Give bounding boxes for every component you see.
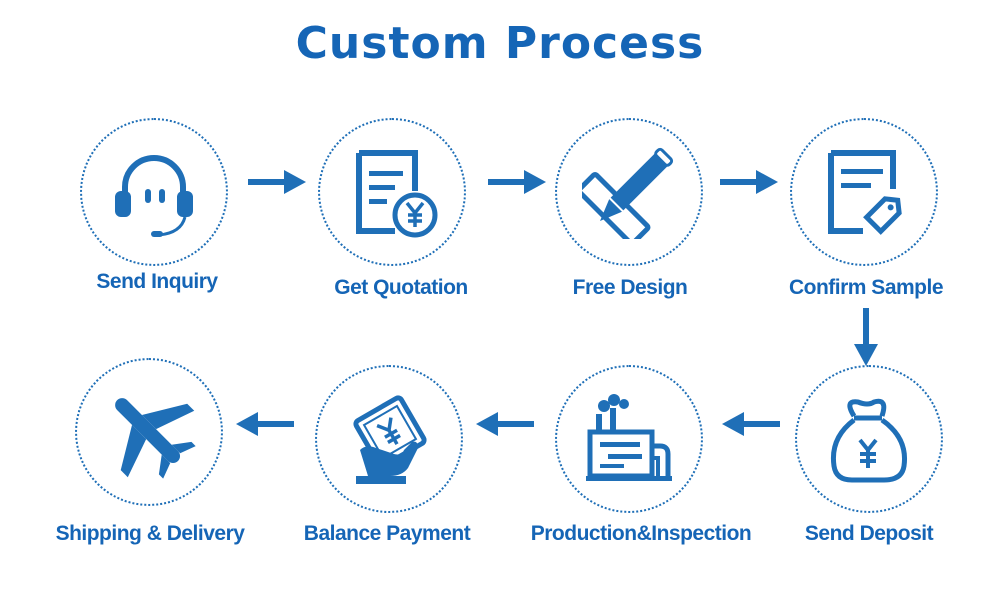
factory-icon bbox=[586, 394, 672, 481]
dotted-circle bbox=[795, 365, 943, 513]
dotted-circle bbox=[315, 365, 463, 513]
dotted-circle bbox=[75, 358, 223, 506]
dotted-circle bbox=[790, 118, 938, 266]
step-send-deposit bbox=[795, 365, 945, 515]
document-tag-icon bbox=[828, 150, 902, 235]
step-label-shipping-delivery: Shipping & Delivery bbox=[55, 522, 245, 545]
hand-card-icon bbox=[353, 395, 427, 484]
step-label-free-design: Free Design bbox=[572, 276, 688, 299]
pencil-ruler-icon bbox=[582, 147, 674, 239]
step-confirm-sample bbox=[790, 118, 940, 268]
arrow-down-icon bbox=[854, 308, 878, 366]
step-label-send-deposit: Send Deposit bbox=[804, 522, 934, 545]
step-label-production-inspection: Production&Inspection bbox=[530, 522, 752, 545]
dotted-circle bbox=[80, 118, 228, 266]
step-send-inquiry bbox=[80, 118, 230, 268]
money-bag-icon bbox=[830, 398, 908, 483]
step-shipping-delivery bbox=[75, 358, 225, 508]
arrow-right-icon bbox=[248, 170, 306, 194]
airplane-icon bbox=[115, 398, 196, 479]
dotted-circle bbox=[318, 118, 466, 266]
step-balance-payment bbox=[315, 365, 465, 515]
step-label-send-inquiry: Send Inquiry bbox=[96, 270, 218, 293]
dotted-circle bbox=[555, 365, 703, 513]
step-label-confirm-sample: Confirm Sample bbox=[788, 276, 944, 299]
arrow-left-icon bbox=[476, 412, 534, 436]
arrow-right-icon bbox=[488, 170, 546, 194]
headset-icon bbox=[115, 155, 193, 237]
dotted-circle bbox=[555, 118, 703, 266]
step-label-balance-payment: Balance Payment bbox=[303, 522, 471, 545]
page-title: Custom Process bbox=[295, 18, 705, 69]
arrow-right-icon bbox=[720, 170, 778, 194]
step-label-get-quotation: Get Quotation bbox=[334, 276, 468, 299]
step-production-inspection bbox=[555, 365, 705, 515]
arrow-left-icon bbox=[236, 412, 294, 436]
quotation-document-icon bbox=[356, 150, 438, 238]
step-free-design bbox=[555, 118, 705, 268]
step-get-quotation bbox=[318, 118, 468, 268]
arrow-left-icon bbox=[722, 412, 780, 436]
